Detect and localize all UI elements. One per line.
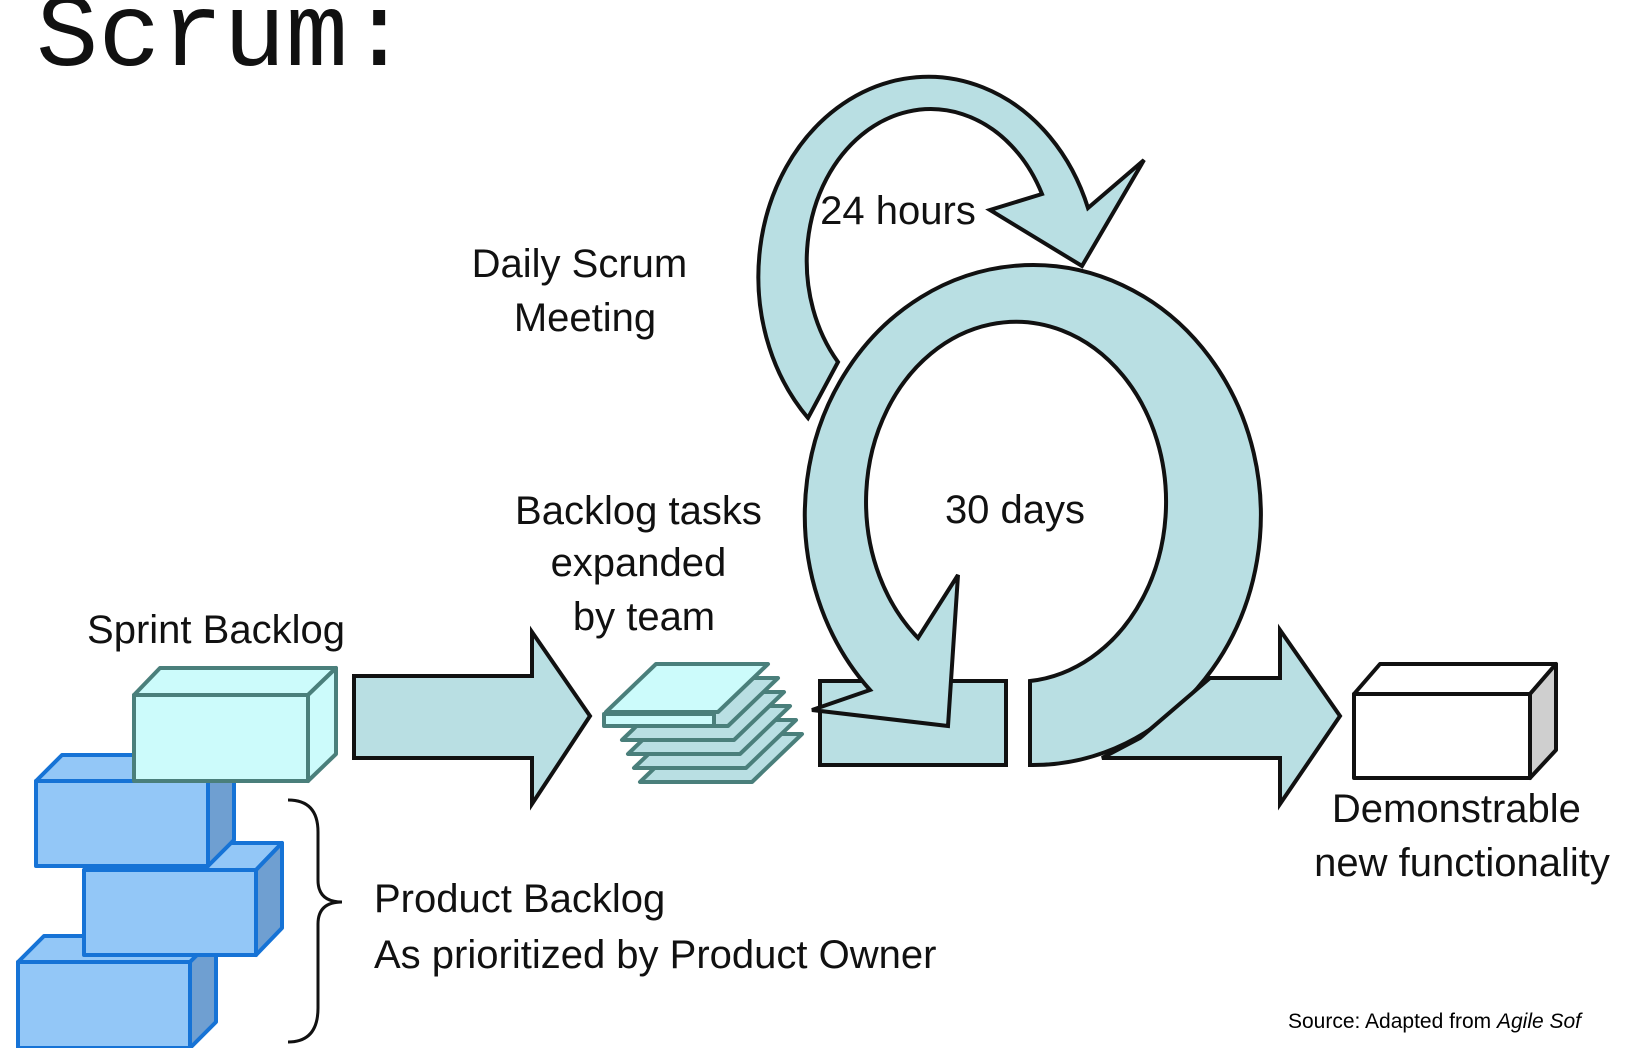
source-note: Source: Adapted from Agile Sof (1288, 1010, 1581, 1034)
arrow-to-backlog-tasks (352, 625, 593, 811)
product-backlog-label-line2: As prioritized by Product Owner (374, 933, 936, 977)
product-backlog-label: Product Backlog As prioritized by Produc… (374, 877, 936, 977)
product-backlog-label-line1: Product Backlog (374, 877, 665, 921)
hours-label: 24 hours (820, 189, 976, 233)
backlog-tasks-label-line3: by team (573, 595, 715, 639)
product-backlog-brace (287, 798, 343, 1044)
sprint-backlog-box (132, 666, 338, 783)
demonstrable-label-line2: new functionality (1314, 841, 1610, 885)
backlog-tasks-stack (602, 662, 804, 784)
daily-scrum-loop (756, 74, 1146, 422)
demonstrable-functionality-label: Demonstrable new functionality (1314, 787, 1610, 885)
page-title: Scrum: (36, 0, 411, 97)
arrow-to-demonstrable-functionality (1101, 623, 1343, 811)
sprint-backlog-label: Sprint Backlog (87, 608, 345, 652)
daily-scrum-label-line1: Daily Scrum (472, 242, 688, 286)
sprint-loop (802, 263, 1263, 768)
demonstrable-functionality-box (1352, 662, 1558, 780)
daily-scrum-label: Daily Scrum Meeting (472, 242, 699, 340)
source-prefix: Source: Adapted from (1288, 1010, 1497, 1033)
source-italic: Agile Sof (1496, 1010, 1582, 1033)
daily-scrum-label-line2: Meeting (514, 296, 656, 340)
product-backlog-stack (16, 753, 284, 1048)
backlog-tasks-label-line1: Backlog tasks (515, 489, 762, 533)
days-label: 30 days (945, 488, 1085, 532)
backlog-tasks-label: Backlog tasks expanded by team (515, 489, 773, 639)
demonstrable-label-line1: Demonstrable (1332, 787, 1581, 831)
backlog-tasks-label-line2: expanded (551, 541, 727, 585)
